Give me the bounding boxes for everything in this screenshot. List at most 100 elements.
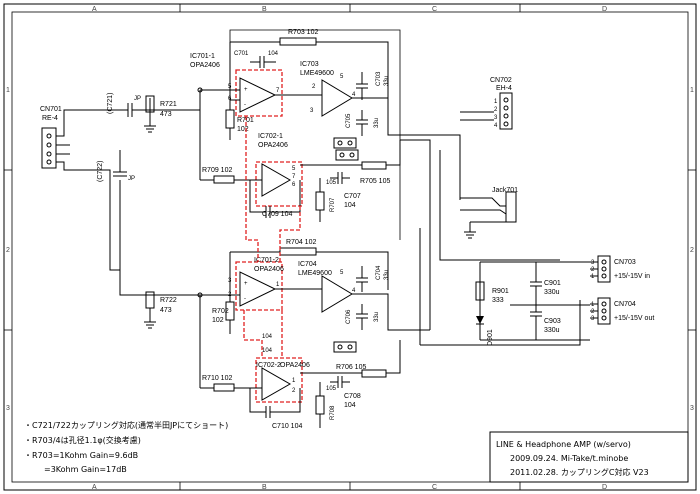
outer-border: [3, 3, 697, 491]
c701-value: 104: [268, 51, 279, 57]
r702-label: R702: [212, 308, 229, 315]
title-line-1: LINE & Headphone AMP (w/servo): [496, 440, 631, 449]
svg-text:2: 2: [292, 388, 296, 394]
svg-text:1: 1: [292, 378, 296, 384]
r721-value: 473: [160, 111, 172, 118]
svg-text:2: 2: [591, 267, 595, 273]
grid-row-1-right: 1: [690, 87, 694, 94]
grid-col-b: B: [262, 6, 267, 13]
v104a-label: 104: [262, 334, 273, 340]
svg-text:2: 2: [312, 84, 316, 90]
r901-label: R901: [492, 288, 509, 295]
r709-label: R709 102: [202, 167, 232, 174]
grid-row-2-right: 2: [690, 247, 694, 254]
grid-markers: A B C D A B C D 1 2 3 1 2 3: [4, 4, 696, 491]
grid-col-a-bottom: A: [92, 484, 97, 491]
ic703-ref: IC703: [300, 61, 319, 68]
c708-value: 104: [344, 402, 356, 409]
inner-border: [11, 11, 689, 483]
svg-text:3: 3: [494, 115, 498, 121]
grid-row-1: 1: [6, 87, 10, 94]
c705-label: C705: [346, 113, 352, 128]
v105b-label: 105: [326, 386, 337, 392]
svg-text:1: 1: [494, 99, 498, 105]
r901-value: 333: [492, 297, 504, 304]
ic701-1-symbol: [239, 77, 277, 113]
power-rails: [229, 29, 560, 345]
ic702-2-symbol: [261, 367, 292, 401]
svg-text:2: 2: [494, 107, 498, 113]
svg-text:5: 5: [292, 166, 296, 172]
title-line-2: 2009.09.24. Mi-Take/t.minobe: [510, 454, 628, 463]
cn702-type: EH-4: [496, 85, 512, 92]
cn702-label: CN702: [490, 77, 512, 84]
ic704-part: LME49600: [298, 270, 332, 277]
c722-label: (C722): [97, 161, 104, 182]
r721-label: R721: [160, 101, 177, 108]
r707-label: R707: [330, 197, 336, 212]
cn703-label: CN703: [614, 259, 636, 266]
note-2: ・R703/4は孔径1.1φ(交換考慮): [24, 435, 141, 445]
note-4: =3Kohm Gain=17dB: [44, 465, 127, 474]
jp1-label: JP: [134, 96, 141, 102]
ic701-1-ref: IC701-1: [190, 53, 215, 60]
svg-text:1: 1: [591, 302, 595, 308]
r705-label: R705 105: [360, 178, 390, 185]
ic702-1-highlight: [255, 161, 303, 207]
c707-label: C707: [344, 193, 361, 200]
cn704-label: CN704: [614, 301, 636, 308]
c901-value: 330u: [544, 289, 560, 296]
svg-text:3: 3: [591, 316, 595, 322]
ic701-2-highlight: [235, 261, 283, 311]
c721-label: (C721): [107, 93, 114, 114]
grid-row-3: 3: [6, 405, 10, 412]
v104b-label: 104: [262, 348, 273, 354]
jack701: Jack701: [460, 187, 518, 239]
c703-label: C703: [376, 71, 382, 86]
svg-text:1: 1: [276, 282, 280, 288]
c709-label: C709 104: [262, 211, 292, 218]
grid-row-2: 2: [6, 247, 10, 254]
grid-col-d-bottom: D: [602, 484, 607, 491]
design-notes: ・C721/722カップリング対応(通常半田JPにてショート) ・R703/4は…: [24, 420, 228, 474]
c901-label: C901: [544, 280, 561, 287]
svg-text:5: 5: [340, 270, 344, 276]
svg-text:4: 4: [352, 288, 356, 294]
ic701-2-ref: IC701-2: [254, 257, 279, 264]
upper-channel: + - 5 6 7 IC701-1 OPA2406 C701 104 R703 …: [190, 29, 430, 222]
d901-label: D901: [487, 329, 494, 346]
svg-text:7: 7: [292, 174, 296, 180]
grid-col-d: D: [602, 6, 607, 13]
ic702-1-part: OPA2406: [258, 142, 288, 149]
c903-label: C903: [544, 318, 561, 325]
cn703-note: +15/-15V in: [614, 273, 650, 280]
lower-channel: + - 3 2 1 IC701-2 OPA2406 R704 102 R702 …: [197, 239, 430, 430]
svg-text:3: 3: [310, 108, 314, 114]
ic703-symbol: [321, 79, 353, 117]
ic704-symbol: [321, 275, 353, 313]
title-line-3: 2011.02.28. カップリングC対応 V23: [510, 467, 649, 477]
grid-col-c-bottom: C: [432, 484, 437, 491]
r701-label: R701: [237, 117, 254, 124]
c703-value: 33u: [384, 76, 390, 86]
r701-value: 102: [237, 126, 249, 133]
svg-text:4: 4: [494, 123, 498, 129]
coupling-caps: (C721) JP (C722) JP: [97, 93, 200, 296]
svg-text:2: 2: [591, 309, 595, 315]
cn701-connector: CN701 RE-4: [40, 106, 120, 271]
ic701-2-symbol: [239, 271, 277, 307]
ic702-2-part: OPA2406: [280, 362, 310, 369]
r706-label: R706 105: [336, 364, 366, 371]
r722-value: 473: [160, 307, 172, 314]
svg-text:5: 5: [340, 74, 344, 80]
c708-label: C708: [344, 393, 361, 400]
ic701-1-part: OPA2406: [190, 62, 220, 69]
r704-label: R704 102: [286, 239, 316, 246]
r703-label: R703 102: [288, 29, 318, 36]
grid-col-c: C: [432, 6, 437, 13]
ic702-1-symbol: [261, 163, 292, 197]
grid-row-3-right: 3: [690, 405, 694, 412]
c701-label: C701: [234, 51, 249, 57]
grid-col-b-bottom: B: [262, 484, 267, 491]
